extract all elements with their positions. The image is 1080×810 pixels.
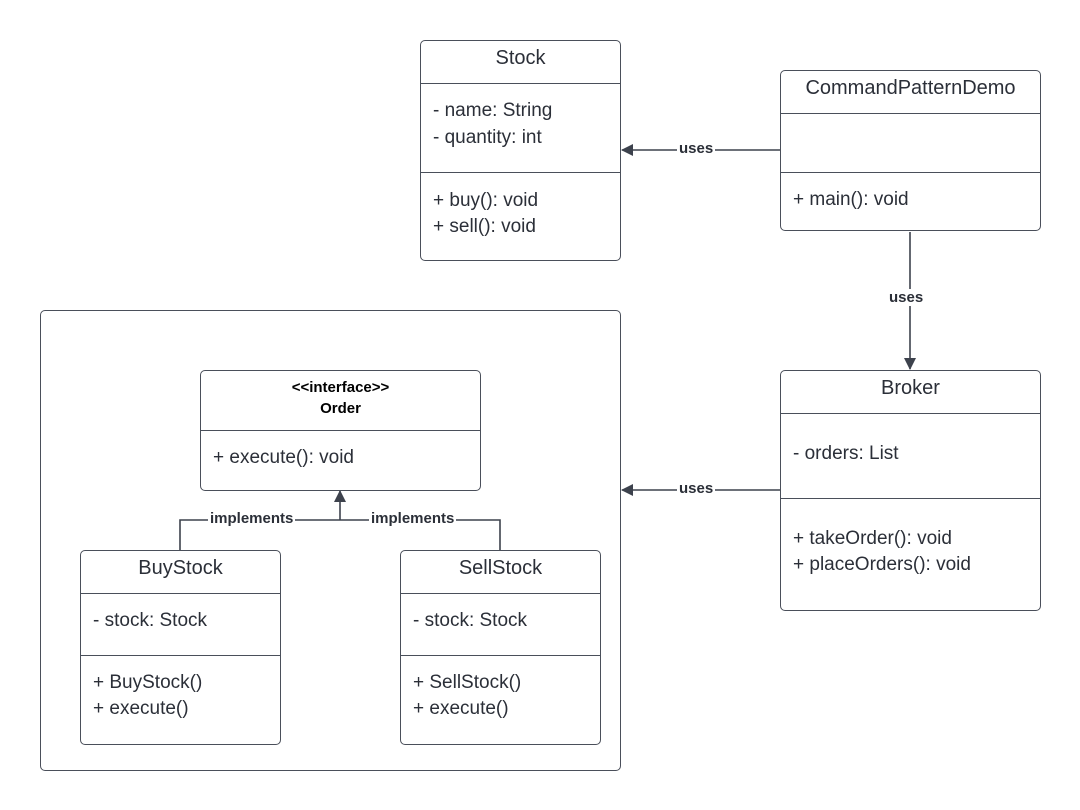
method: + execute() (413, 698, 509, 719)
class-sellstock-attributes: - stock: Stock (401, 593, 600, 655)
label-uses-demo-stock: uses (677, 140, 716, 157)
class-stock-name: Stock (495, 47, 546, 69)
class-broker-methods: + takeOrder(): void + placeOrders(): voi… (781, 498, 1040, 610)
interface-order[interactable]: <<interface>> Order + execute(): void (200, 370, 481, 491)
class-buystock-methods: + BuyStock() + execute() (81, 655, 280, 744)
class-stock-methods: + buy(): void + sell(): void (421, 172, 620, 260)
method: + buy(): void (433, 190, 539, 211)
interface-stereotype: <<interface>> (291, 379, 390, 396)
command-package-frame (40, 310, 621, 771)
class-demo-name: CommandPatternDemo (805, 77, 1016, 99)
interface-order-methods: + execute(): void (201, 430, 480, 490)
method: + SellStock() (413, 672, 522, 693)
class-broker[interactable]: Broker - orders: List + takeOrder(): voi… (780, 370, 1041, 611)
label-implements-buystock: implements (208, 510, 296, 527)
class-broker-name: Broker (881, 377, 940, 399)
attribute: - stock: Stock (93, 610, 208, 631)
method: + placeOrders(): void (793, 554, 971, 575)
class-sellstock[interactable]: SellStock - stock: Stock + SellStock() +… (400, 550, 601, 745)
class-stock[interactable]: Stock - name: String - quantity: int + b… (420, 40, 621, 261)
attribute: - quantity: int (433, 127, 542, 148)
attribute: - stock: Stock (413, 610, 528, 631)
attribute: - orders: List (793, 443, 899, 464)
class-broker-attributes: - orders: List (781, 413, 1040, 498)
class-sellstock-name: SellStock (458, 557, 543, 579)
method: + execute() (93, 698, 189, 719)
interface-order-name: Order (320, 400, 361, 417)
method: + sell(): void (433, 216, 536, 237)
label-uses-demo-broker: uses (887, 289, 926, 306)
label-implements-sellstock: implements (369, 510, 457, 527)
class-demo-methods: + main(): void (781, 172, 1040, 230)
class-buystock-attributes: - stock: Stock (81, 593, 280, 655)
class-sellstock-methods: + SellStock() + execute() (401, 655, 600, 744)
class-buystock-name: BuyStock (138, 557, 223, 579)
class-command-pattern-demo[interactable]: CommandPatternDemo + main(): void (780, 70, 1041, 231)
method: + BuyStock() (93, 672, 203, 693)
method: + execute(): void (213, 447, 354, 468)
class-buystock[interactable]: BuyStock - stock: Stock + BuyStock() + e… (80, 550, 281, 745)
method: + takeOrder(): void (793, 528, 952, 549)
method: + main(): void (793, 189, 909, 210)
attribute: - name: String (433, 100, 553, 121)
class-demo-attributes (781, 113, 1040, 172)
label-uses-broker-orders: uses (677, 480, 716, 497)
class-stock-attributes: - name: String - quantity: int (421, 83, 620, 172)
